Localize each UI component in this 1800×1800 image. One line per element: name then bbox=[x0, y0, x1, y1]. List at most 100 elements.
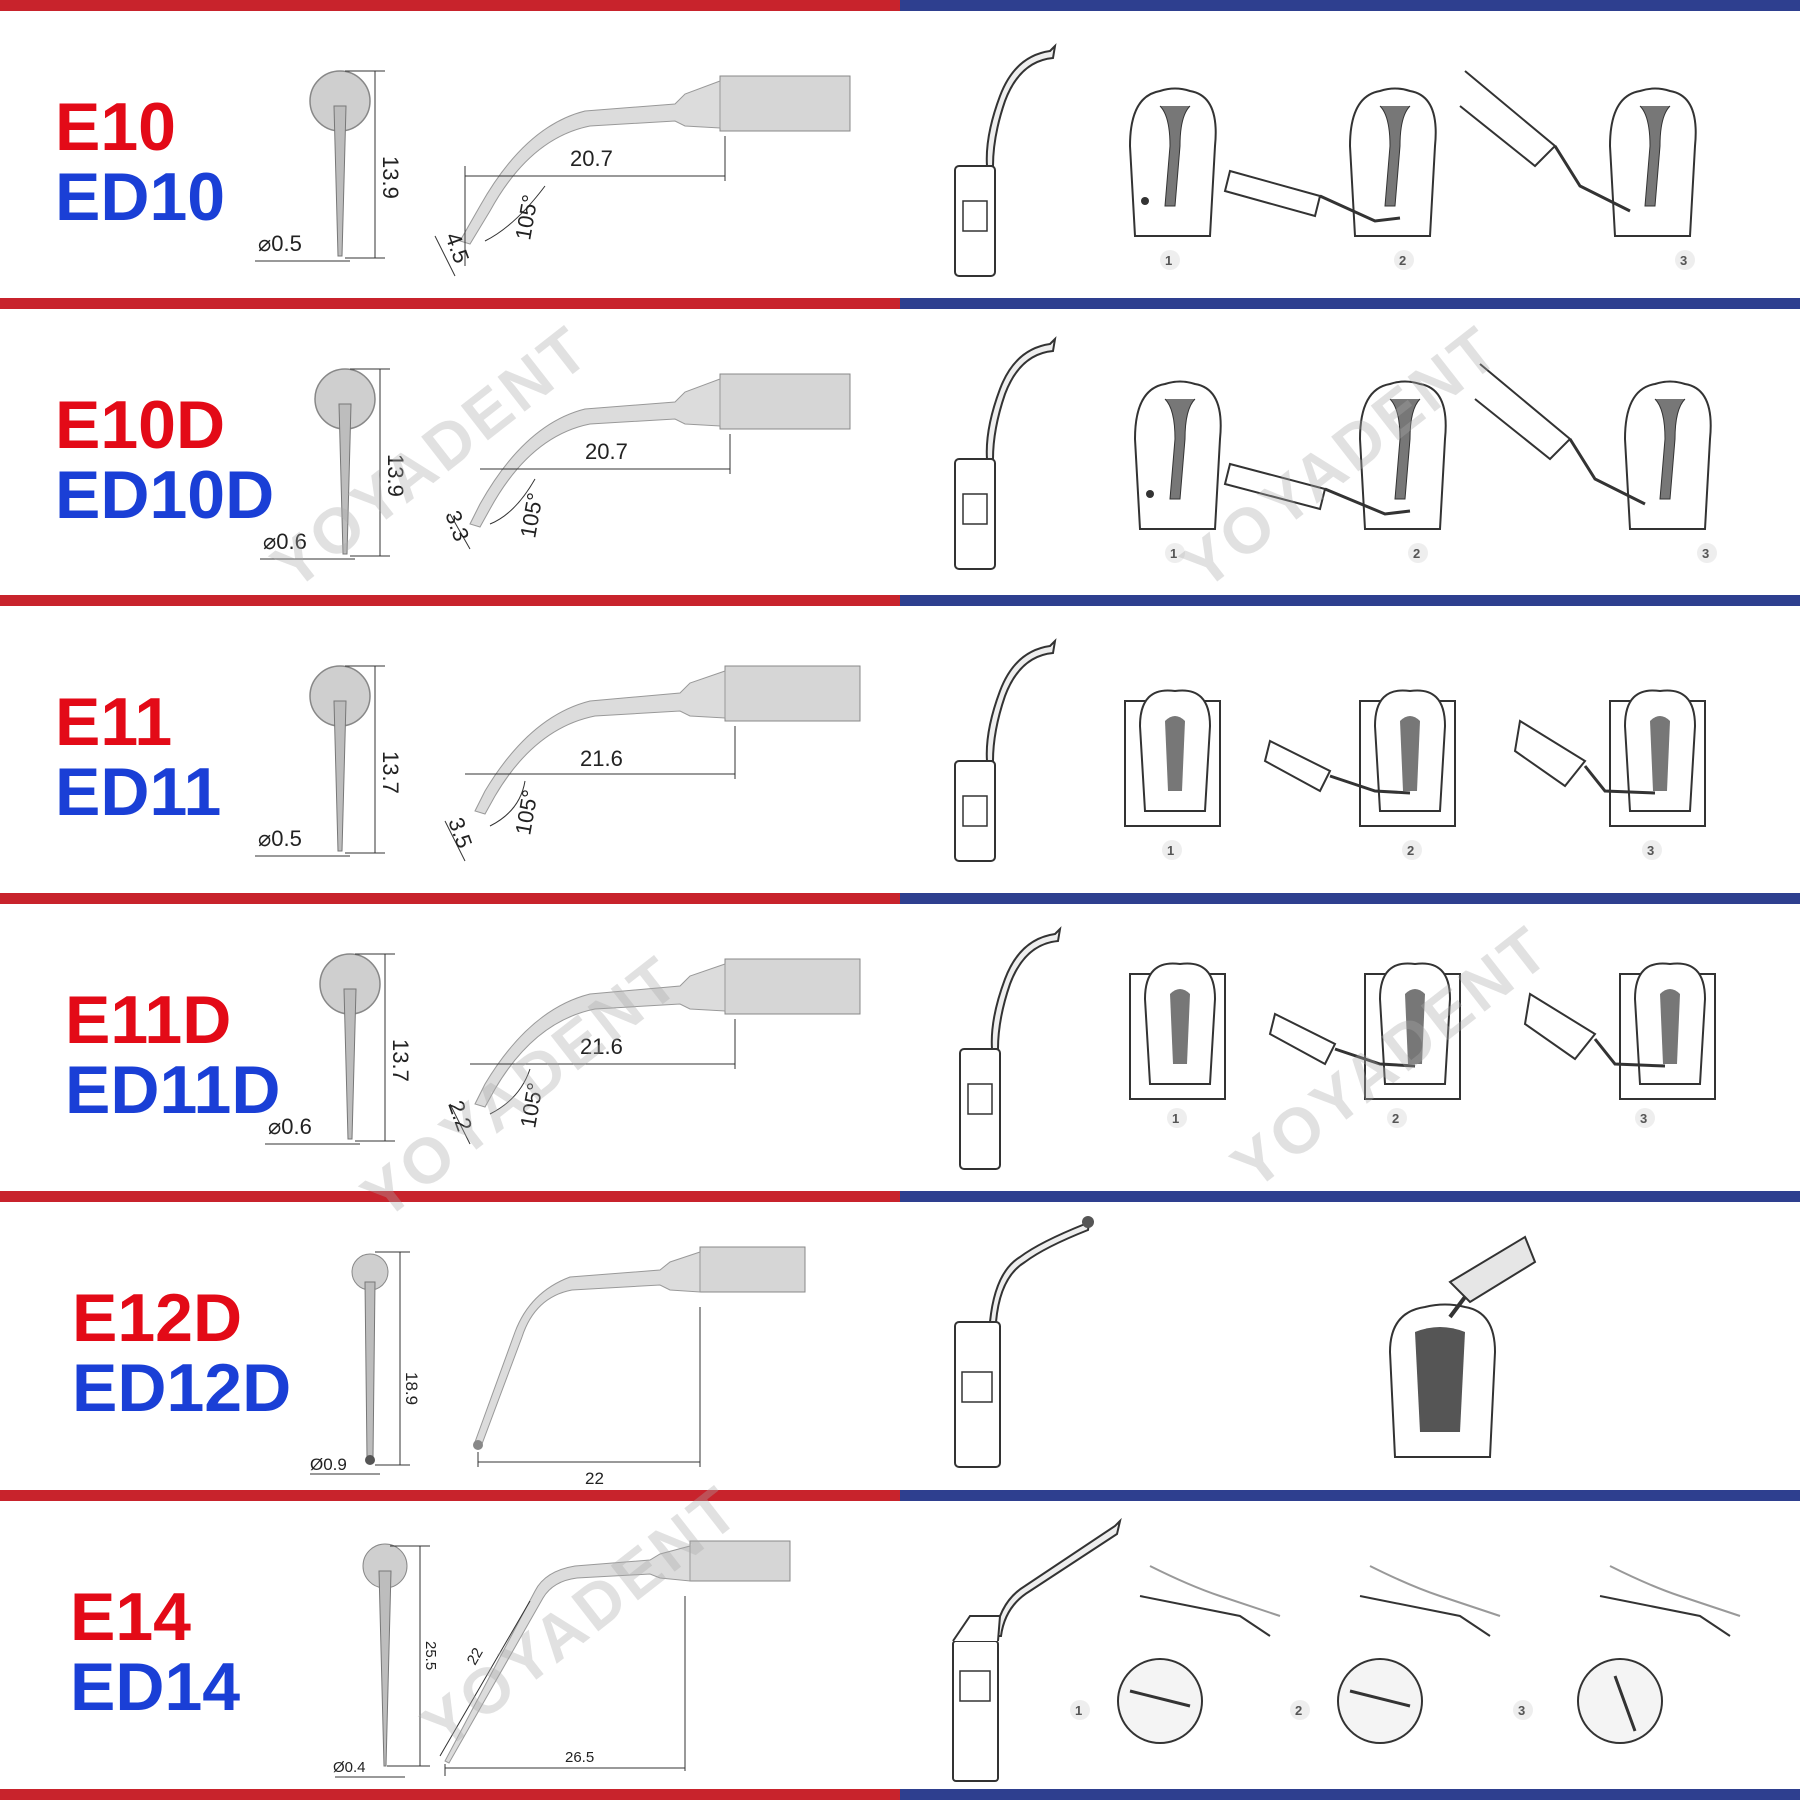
tip-illustration bbox=[952, 1517, 1122, 1782]
tip-illustration bbox=[954, 43, 1057, 277]
length-dimension: 18.9 bbox=[402, 1372, 421, 1405]
angle-dimension: 105° bbox=[515, 491, 548, 540]
step-labels: 1 2 3 bbox=[1162, 840, 1662, 860]
step-number: 3 bbox=[1647, 843, 1654, 858]
divider-stripe bbox=[0, 1191, 1800, 1202]
step-labels: 1 2 3 bbox=[1070, 1700, 1533, 1720]
product-row-e10: E10 ED10 13.9 ⌀0.5 20.7 105° 4.5 bbox=[0, 11, 1800, 298]
model-codes: E10 ED10 bbox=[55, 93, 225, 231]
reach-dimension: 21.6 bbox=[580, 746, 623, 771]
reach-dimension: 21.6 bbox=[580, 1034, 623, 1059]
step-labels: 1 2 3 bbox=[1165, 543, 1717, 563]
alt-model-code: ED10 bbox=[55, 159, 226, 235]
divider-stripe bbox=[0, 0, 1800, 11]
angle-dimension: 105° bbox=[510, 788, 543, 837]
length-dimension: 13.7 bbox=[388, 1039, 413, 1082]
model-codes: E11D ED11D bbox=[65, 986, 280, 1124]
usage-step-1-illustration bbox=[1124, 689, 1221, 827]
tip-front-view-drawing: 13.7 ⌀0.5 bbox=[255, 665, 403, 857]
diameter-dimension: Ø0.9 bbox=[310, 1455, 347, 1474]
usage-illustration bbox=[1388, 1235, 1537, 1458]
length-dimension: 13.9 bbox=[378, 156, 403, 199]
step-number: 2 bbox=[1407, 843, 1414, 858]
usage-step-1-illustration bbox=[1117, 1565, 1281, 1744]
usage-step-3-illustration bbox=[1474, 363, 1712, 530]
divider-stripe bbox=[0, 595, 1800, 606]
step-labels: 1 2 3 bbox=[1167, 1108, 1655, 1128]
step-number: 1 bbox=[1167, 843, 1174, 858]
tip-front-view-drawing: 13.9 ⌀0.6 bbox=[260, 368, 408, 560]
model-code: E11D bbox=[65, 982, 232, 1058]
alt-model-code: ED10D bbox=[55, 457, 275, 533]
step-number: 2 bbox=[1399, 253, 1406, 268]
reach-dimension: 20.7 bbox=[585, 439, 628, 464]
tip-illustration bbox=[954, 1216, 1094, 1468]
tip-dimension: 3.3 bbox=[440, 507, 474, 544]
step-number: 1 bbox=[1170, 546, 1177, 561]
step-number: 2 bbox=[1413, 546, 1420, 561]
reach-dimension: 20.7 bbox=[570, 146, 613, 171]
alt-model-code: ED12D bbox=[72, 1350, 292, 1426]
usage-step-2-illustration bbox=[1337, 1565, 1501, 1744]
usage-step-2-illustration bbox=[1223, 87, 1437, 237]
step-number: 3 bbox=[1680, 253, 1687, 268]
tip-illustration bbox=[954, 336, 1057, 570]
tip-side-view-drawing: 20.7 105° 3.3 bbox=[440, 373, 851, 550]
model-codes: E14 ED14 bbox=[70, 1583, 240, 1721]
tip-side-view-drawing: 26.5 22 bbox=[439, 1540, 791, 1776]
model-code: E10D bbox=[55, 387, 226, 463]
alt-model-code: ED11 bbox=[55, 754, 222, 830]
alt-model-code: ED11D bbox=[65, 1052, 281, 1128]
length-dimension: 13.7 bbox=[378, 751, 403, 794]
tip-side-view-drawing: 21.6 105° 2.2 bbox=[443, 958, 861, 1145]
usage-step-3-illustration bbox=[1513, 689, 1706, 827]
divider-stripe bbox=[0, 1490, 1800, 1501]
tip-front-view-drawing: 25.5 Ø0.4 bbox=[333, 1543, 439, 1778]
tip-front-view-drawing: 18.9 Ø0.9 bbox=[310, 1251, 421, 1475]
usage-step-2-illustration bbox=[1263, 689, 1456, 827]
diameter-dimension: Ø0.4 bbox=[333, 1759, 366, 1776]
product-row-e11: E11 ED11 13.7 ⌀0.5 21.6 105° 3.5 bbox=[0, 606, 1800, 893]
usage-step-3-illustration bbox=[1459, 70, 1697, 237]
tip-front-view-drawing: 13.9 ⌀0.5 bbox=[255, 70, 403, 262]
divider-stripe bbox=[0, 893, 1800, 904]
step-number: 2 bbox=[1392, 1111, 1399, 1126]
tip-illustration bbox=[954, 638, 1057, 862]
diameter-dimension: ⌀0.6 bbox=[263, 529, 307, 554]
tip-side-view-drawing: 20.7 105° 4.5 bbox=[434, 75, 851, 277]
usage-step-1-illustration bbox=[1128, 87, 1217, 237]
tip-dimension: 3.5 bbox=[443, 814, 477, 851]
step-number: 1 bbox=[1075, 1703, 1082, 1718]
usage-step-3-illustration bbox=[1577, 1565, 1741, 1744]
model-code: E12D bbox=[72, 1280, 243, 1356]
usage-step-2-illustration bbox=[1268, 962, 1461, 1100]
tip-illustration bbox=[959, 926, 1062, 1170]
product-row-e10d: E10D ED10D 13.9 ⌀0.6 20.7 105° 3.3 bbox=[0, 309, 1800, 595]
tip-side-view-drawing: 22 bbox=[473, 1246, 806, 1488]
step-number: 1 bbox=[1172, 1111, 1179, 1126]
usage-step-2-illustration bbox=[1223, 380, 1447, 530]
alt-model-code: ED14 bbox=[70, 1649, 241, 1725]
angle-dimension: 105° bbox=[510, 193, 543, 242]
usage-step-3-illustration bbox=[1523, 962, 1716, 1100]
model-codes: E10D ED10D bbox=[55, 391, 274, 529]
tip-dimension: 22 bbox=[464, 1645, 487, 1668]
model-code: E14 bbox=[70, 1579, 191, 1655]
product-row-e12d: E12D ED12D 18.9 Ø0.9 22 bbox=[0, 1202, 1800, 1490]
step-labels: 1 2 3 bbox=[1160, 250, 1695, 270]
reach-dimension: 22 bbox=[585, 1469, 604, 1488]
diameter-dimension: ⌀0.6 bbox=[268, 1114, 312, 1139]
reach-dimension: 26.5 bbox=[565, 1749, 594, 1766]
product-row-e14: E14 ED14 25.5 Ø0.4 26.5 22 bbox=[0, 1501, 1800, 1789]
model-codes: E12D ED12D bbox=[72, 1284, 291, 1422]
tip-side-view-drawing: 21.6 105° 3.5 bbox=[443, 665, 861, 862]
divider-stripe bbox=[0, 298, 1800, 309]
step-number: 1 bbox=[1165, 253, 1172, 268]
length-dimension: 13.9 bbox=[383, 454, 408, 497]
diameter-dimension: ⌀0.5 bbox=[258, 231, 302, 256]
model-code: E11 bbox=[55, 684, 173, 760]
tip-front-view-drawing: 13.7 ⌀0.6 bbox=[265, 953, 413, 1145]
step-number: 3 bbox=[1640, 1111, 1647, 1126]
product-row-e11d: E11D ED11D 13.7 ⌀0.6 21.6 105° 2.2 bbox=[0, 904, 1800, 1191]
step-number: 2 bbox=[1295, 1703, 1302, 1718]
